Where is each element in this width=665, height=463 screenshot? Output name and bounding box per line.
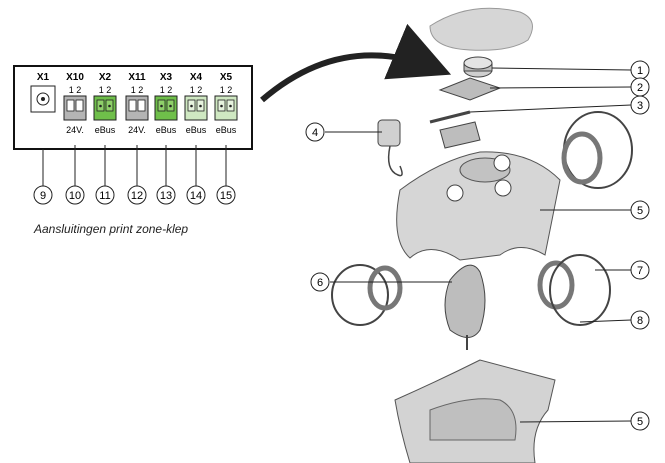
svg-text:10: 10 — [69, 190, 81, 202]
connector-panel: X1 X10 1 2 24V. X2 1 2 eBus X11 1 — [13, 65, 253, 186]
connector-pins: 1 2 — [99, 85, 112, 95]
svg-text:4: 4 — [312, 127, 318, 139]
seal-ring-right — [549, 254, 611, 326]
connector-pins: 1 2 — [131, 85, 144, 95]
connector-signal: 24V. — [128, 125, 146, 135]
svg-text:1: 1 — [637, 65, 643, 77]
valve-housing-top — [396, 151, 561, 261]
svg-text:5: 5 — [637, 416, 643, 428]
panel-leader-lines — [42, 145, 227, 186]
pcb — [438, 77, 502, 101]
bracket — [439, 121, 481, 149]
connector-x10: X10 1 2 24V. — [63, 72, 87, 135]
svg-text:12: 12 — [131, 190, 143, 202]
connector-id: X1 — [37, 72, 50, 83]
panel-callouts: 9 10 11 12 13 14 15 — [33, 185, 236, 205]
connector-x5: X5 1 2 eBus — [214, 72, 238, 135]
svg-text:2: 2 — [637, 82, 643, 94]
callout-10: 10 — [65, 185, 85, 205]
connector-x3: X3 1 2 eBus — [154, 72, 178, 135]
connector-signal: eBus — [95, 125, 116, 135]
power-adapter — [377, 119, 403, 177]
svg-text:8: 8 — [637, 315, 643, 327]
callout-12: 12 — [127, 185, 147, 205]
svg-text:5: 5 — [637, 205, 643, 217]
connector-x11: X11 1 2 24V. — [125, 72, 149, 135]
connector-x2: X2 1 2 eBus — [93, 72, 117, 135]
callout-8: 8 — [630, 310, 650, 330]
connector-id: X11 — [128, 72, 146, 83]
callout-2: 2 — [630, 77, 650, 97]
svg-text:6: 6 — [317, 277, 323, 289]
connector-id: X3 — [160, 72, 173, 83]
svg-text:14: 14 — [190, 190, 202, 202]
connector-pins: 1 2 — [69, 85, 82, 95]
connector-id: X5 — [220, 72, 233, 83]
svg-text:3: 3 — [637, 100, 643, 112]
callout-5-bottom: 5 — [630, 411, 650, 431]
svg-text:11: 11 — [99, 190, 110, 202]
top-cover — [429, 7, 533, 51]
exploded-leader-lines — [325, 67, 632, 423]
connector-x4: X4 1 2 eBus — [184, 72, 208, 135]
connector-id: X4 — [190, 72, 203, 83]
callout-1: 1 — [630, 60, 650, 80]
callout-7: 7 — [630, 260, 650, 280]
connector-pins: 1 2 — [220, 85, 233, 95]
svg-text:15: 15 — [220, 190, 232, 202]
callout-14: 14 — [186, 185, 206, 205]
callout-4: 4 — [305, 122, 325, 142]
connector-pins: 1 2 — [160, 85, 173, 95]
seal-ring-left — [331, 264, 389, 326]
svg-text:9: 9 — [40, 190, 46, 202]
connector-signal: eBus — [186, 125, 207, 135]
exploded-view — [331, 7, 633, 463]
callout-15: 15 — [216, 185, 236, 205]
connector-x1: X1 — [30, 72, 56, 113]
callout-13: 13 — [156, 185, 176, 205]
exploded-callouts: 1 2 3 4 5 6 7 8 5 — [305, 60, 650, 431]
callout-5-top: 5 — [630, 200, 650, 220]
connector-signal: eBus — [156, 125, 177, 135]
callout-9: 9 — [33, 185, 53, 205]
actuator — [463, 56, 493, 78]
callout-3: 3 — [630, 95, 650, 115]
callout-6: 6 — [310, 272, 330, 292]
connector-signal: 24V. — [66, 125, 84, 135]
connector-signal: eBus — [216, 125, 237, 135]
callout-11: 11 — [95, 185, 115, 205]
panel-caption: Aansluitingen print zone-klep — [34, 222, 189, 236]
svg-text:7: 7 — [637, 265, 643, 277]
connector-id: X2 — [99, 72, 112, 83]
svg-text:13: 13 — [160, 190, 172, 202]
pointer-arrow — [260, 23, 452, 103]
connector-pins: 1 2 — [190, 85, 203, 95]
connector-id: X10 — [66, 72, 84, 83]
damper-flap — [444, 264, 486, 338]
